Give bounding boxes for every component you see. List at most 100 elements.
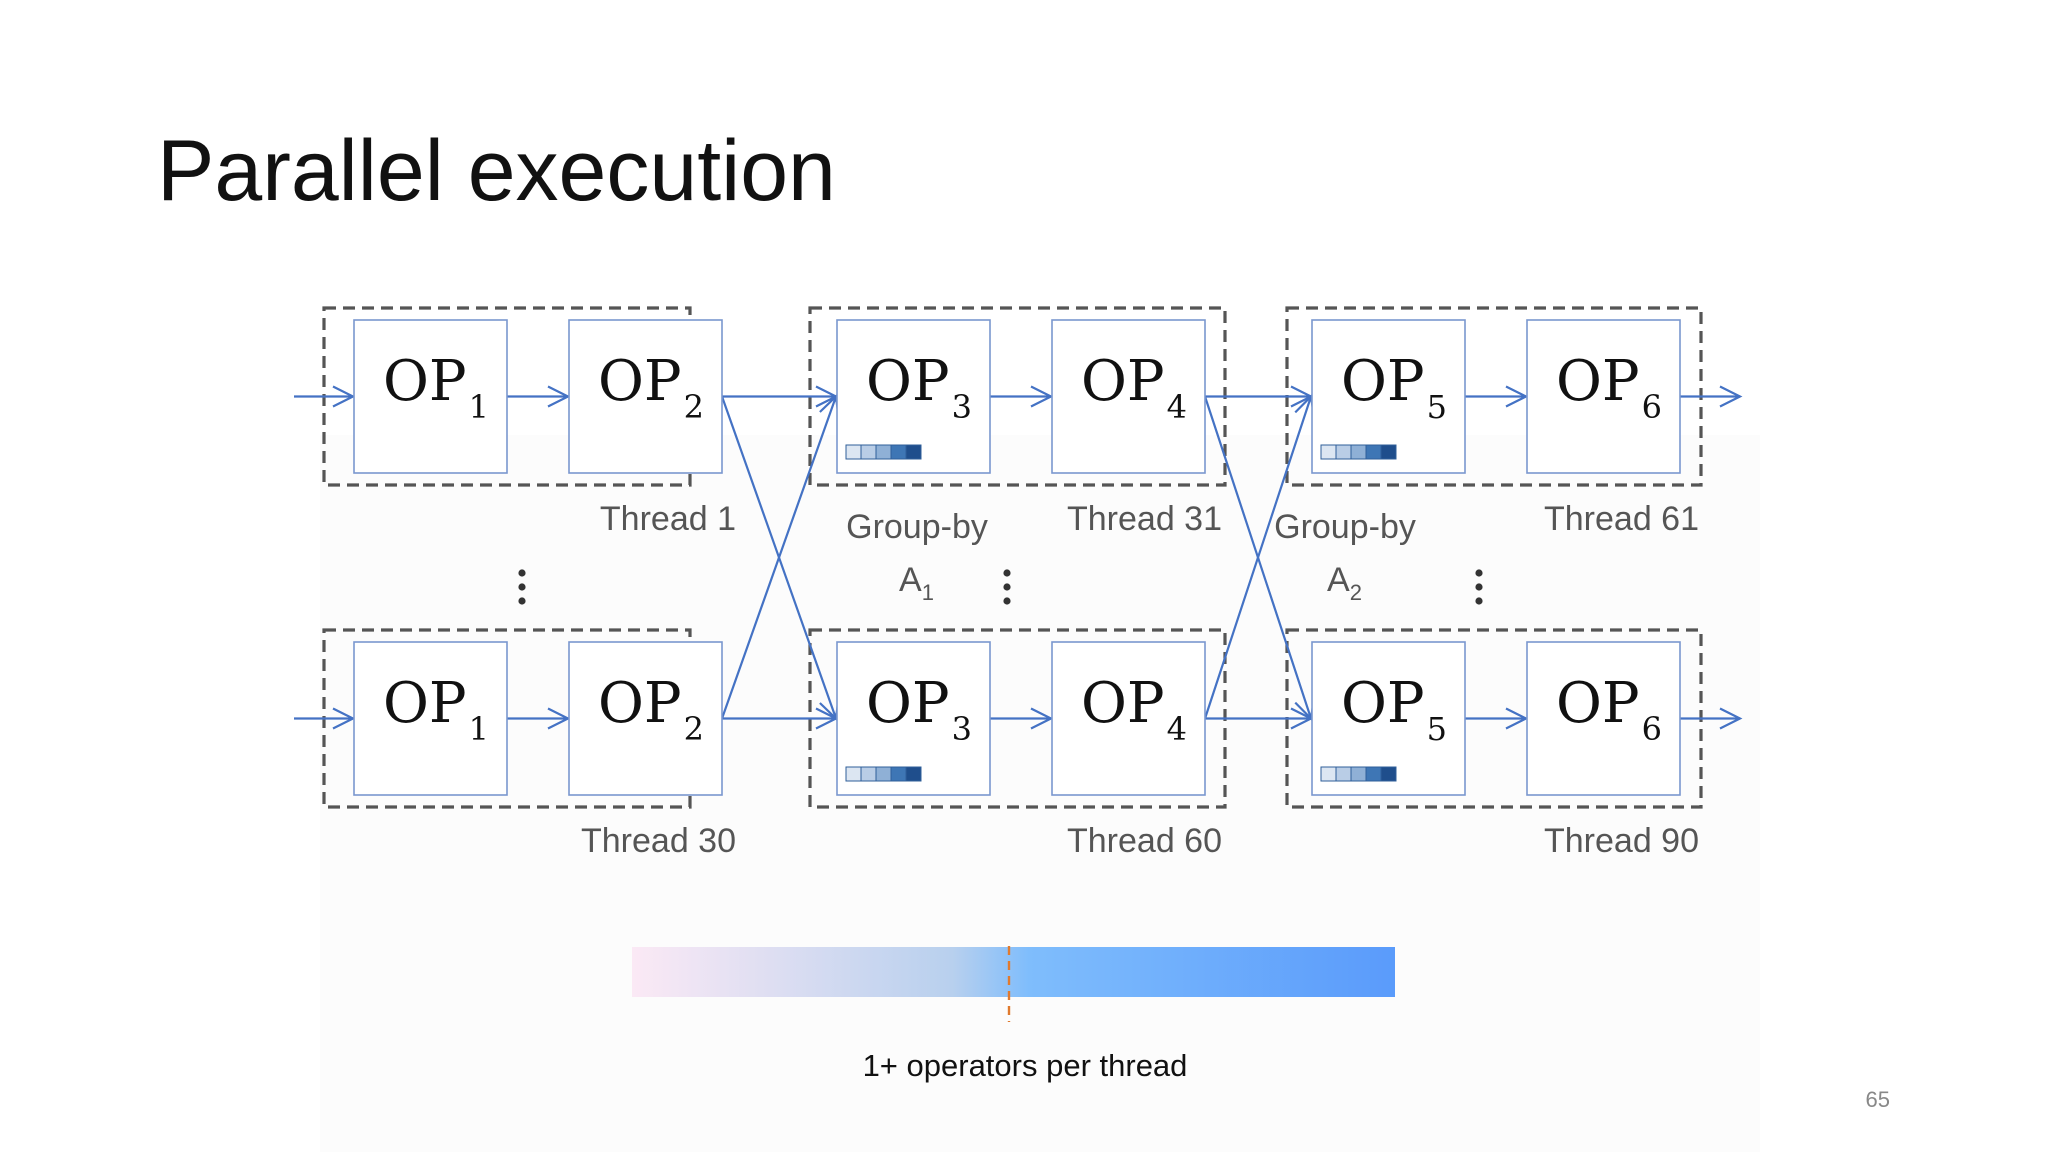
partition-cell bbox=[1380, 444, 1397, 460]
operator-name: OP bbox=[383, 671, 467, 736]
operator-name: OP bbox=[598, 349, 682, 414]
partition-cell bbox=[1320, 766, 1337, 782]
operator-op6-row2: OP6 bbox=[1526, 641, 1681, 796]
group-by-attr-name: A bbox=[899, 561, 922, 599]
partition-cell bbox=[905, 444, 922, 460]
operator-subscript: 1 bbox=[469, 710, 489, 748]
partition-cell bbox=[860, 766, 877, 782]
operator-name: OP bbox=[1341, 349, 1425, 414]
operator-label: OP2 bbox=[598, 671, 704, 748]
input-arrow-r2-head bbox=[332, 707, 356, 730]
operator-op5-row2: OP5 bbox=[1311, 641, 1466, 796]
operator-subscript: 5 bbox=[1427, 710, 1447, 748]
operator-box bbox=[568, 641, 723, 796]
operator-label: OP1 bbox=[383, 349, 489, 426]
page-number: 65 bbox=[1866, 1087, 1890, 1112]
operator-box bbox=[1526, 641, 1681, 796]
operator-box bbox=[1051, 641, 1206, 796]
partition-cell bbox=[1350, 444, 1367, 460]
operator-label: OP1 bbox=[383, 671, 489, 748]
group-by-attr-subscript: 1 bbox=[922, 580, 934, 605]
group-by-label: Group-by bbox=[846, 508, 988, 546]
operator-op6-row1: OP6 bbox=[1526, 319, 1681, 474]
ellipsis-col-3 bbox=[1475, 569, 1483, 605]
operator-name: OP bbox=[866, 349, 950, 414]
thread-label: Thread 30 bbox=[581, 822, 736, 860]
partition-cell bbox=[1335, 766, 1352, 782]
operator-subscript: 4 bbox=[1167, 710, 1187, 748]
operator-label: OP6 bbox=[1556, 349, 1662, 426]
operator-label: OP5 bbox=[1341, 671, 1447, 748]
operator-name: OP bbox=[1556, 349, 1640, 414]
operator-name: OP bbox=[383, 349, 467, 414]
partition-cell bbox=[845, 444, 862, 460]
operator-op2-row2: OP2 bbox=[568, 641, 723, 796]
group-by-label: Group-by bbox=[1274, 508, 1416, 546]
operator-box bbox=[568, 319, 723, 474]
operator-subscript: 2 bbox=[684, 710, 704, 748]
operator-label: OP5 bbox=[1341, 349, 1447, 426]
group-by-attr-name: A bbox=[1327, 561, 1350, 599]
operator-label: OP4 bbox=[1081, 349, 1187, 426]
operator-name: OP bbox=[1556, 671, 1640, 736]
operator-op4-row1: OP4 bbox=[1051, 319, 1206, 474]
page-title: Parallel execution bbox=[157, 123, 836, 219]
partition-cell bbox=[860, 444, 877, 460]
operator-subscript: 3 bbox=[952, 710, 972, 748]
arrow-op5-op6-r2-head bbox=[1505, 707, 1529, 730]
partition-cell bbox=[1335, 444, 1352, 460]
arrow-op3-op4-r1-head bbox=[1030, 385, 1054, 408]
thread-label: Thread 31 bbox=[1067, 500, 1222, 538]
operator-label: OP6 bbox=[1556, 671, 1662, 748]
operator-label: OP3 bbox=[866, 671, 972, 748]
partition-indicator bbox=[845, 766, 922, 782]
partition-cell bbox=[1350, 766, 1367, 782]
operator-op4-row2: OP4 bbox=[1051, 641, 1206, 796]
operator-box bbox=[353, 319, 508, 474]
operator-subscript: 4 bbox=[1167, 388, 1187, 426]
arrow-op5-op6-r1-head bbox=[1505, 385, 1529, 408]
partition-indicator bbox=[1320, 766, 1397, 782]
ellipsis-col-2 bbox=[1003, 569, 1011, 605]
operator-op3-row1: OP3 bbox=[836, 319, 991, 474]
operator-subscript: 1 bbox=[469, 388, 489, 426]
partition-cell bbox=[890, 766, 907, 782]
thread-label: Thread 61 bbox=[1544, 500, 1699, 538]
operators-per-thread-scale bbox=[632, 947, 1395, 997]
group-by-attr-subscript: 2 bbox=[1350, 580, 1362, 605]
partition-cell bbox=[905, 766, 922, 782]
partition-cell bbox=[1365, 766, 1382, 782]
shuffle-arrow-1-up bbox=[720, 396, 838, 719]
operator-name: OP bbox=[1341, 671, 1425, 736]
operator-name: OP bbox=[1081, 349, 1165, 414]
partition-indicator bbox=[1320, 444, 1397, 460]
operator-op5-row1: OP5 bbox=[1311, 319, 1466, 474]
operator-label: OP3 bbox=[866, 349, 972, 426]
thread-label: Thread 1 bbox=[600, 500, 736, 538]
operator-subscript: 6 bbox=[1642, 710, 1662, 748]
partition-cell bbox=[890, 444, 907, 460]
partition-cell bbox=[875, 766, 892, 782]
operator-label: OP4 bbox=[1081, 671, 1187, 748]
partition-cell bbox=[1380, 766, 1397, 782]
partition-indicator bbox=[845, 444, 922, 460]
operator-name: OP bbox=[1081, 671, 1165, 736]
ellipsis-col-1 bbox=[518, 569, 526, 605]
operator-label: OP2 bbox=[598, 349, 704, 426]
operator-box bbox=[353, 641, 508, 796]
arrow-op1-op2-r1-head bbox=[547, 385, 571, 408]
operator-box bbox=[1526, 319, 1681, 474]
operator-op1-row2: OP1 bbox=[353, 641, 508, 796]
output-arrow-r2-head bbox=[1719, 707, 1743, 730]
operator-subscript: 6 bbox=[1642, 388, 1662, 426]
thread-label: Thread 60 bbox=[1067, 822, 1222, 860]
thread-label: Thread 90 bbox=[1544, 822, 1699, 860]
partition-cell bbox=[845, 766, 862, 782]
shuffle-arrow-2-up bbox=[1203, 396, 1313, 719]
operator-op1-row1: OP1 bbox=[353, 319, 508, 474]
partition-cell bbox=[875, 444, 892, 460]
operator-name: OP bbox=[866, 671, 950, 736]
operator-subscript: 2 bbox=[684, 388, 704, 426]
